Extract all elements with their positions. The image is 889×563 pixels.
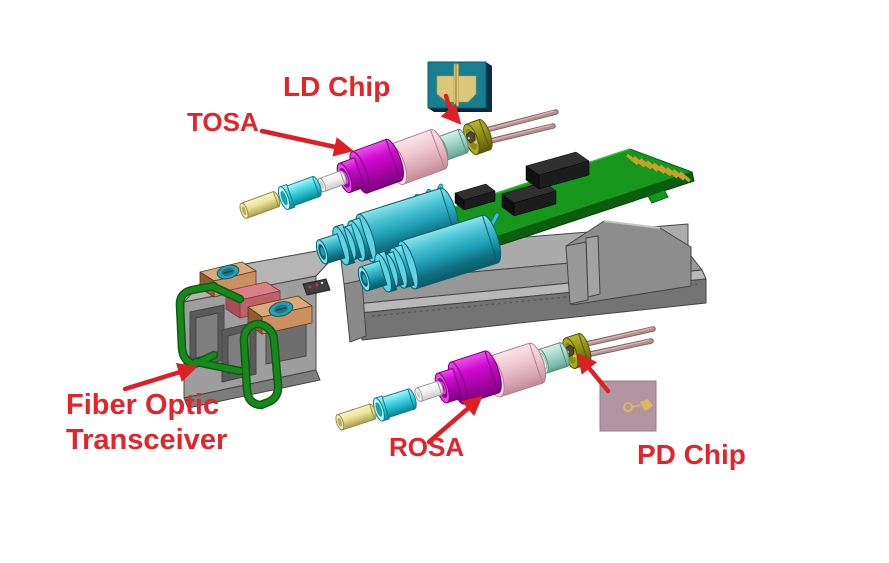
pcb-ic-large [525,151,590,190]
arrow-fiber-optic-transceiver [122,362,198,392]
transceiver-housing [339,220,707,343]
label-fiber-optic-line2: Transceiver [66,424,228,456]
pcb-gold-fingers [625,153,691,183]
screw-left [216,264,240,280]
arrow-rosa [426,395,483,445]
arrow-ld-chip [440,93,462,125]
label-rosa: ROSA [389,432,465,462]
rosa-assembly [333,326,656,432]
arrow-tosa [259,128,354,157]
label-pd-chip: PD Chip [637,439,746,470]
screw-right [268,301,294,317]
tosa-to-can-pins [483,109,559,145]
label-fiber-optic-transceiver: Fiber Optic Transceiver [66,388,227,458]
tosa-ferrule [237,190,283,220]
pcb-notch [647,189,669,204]
tosa-split-sleeve [275,173,325,212]
pcb-ic-small [454,183,496,211]
rosa-capsule [413,379,446,403]
label-tosa: TOSA [187,107,259,137]
connector-detail [302,278,331,296]
label-ld-chip: LD Chip [283,71,391,102]
label-fiber-optic-line1: Fiber Optic [66,389,220,421]
tosa-assembly [237,109,559,220]
arrow-pd-chip [576,353,611,394]
annotation-arrows [122,93,611,445]
rosa-split-sleeve [370,385,420,423]
front-block-hardware [175,261,331,410]
rosa-ferrule [333,402,378,432]
ld-chip-inset-image [427,61,492,112]
front-block-lip [183,369,321,409]
rosa-to-can-pins [583,326,656,358]
pd-chip-inset-image [599,380,657,432]
latch-bail-wire [175,281,283,410]
housing-step [343,279,367,343]
